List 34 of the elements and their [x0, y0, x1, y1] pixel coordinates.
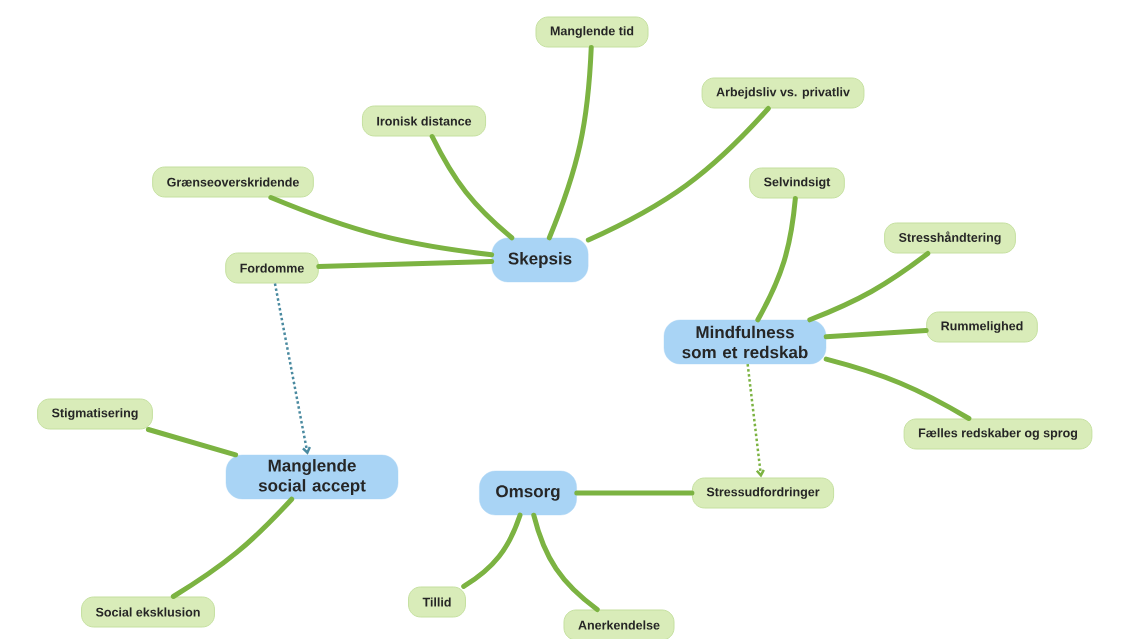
subtopic-box: Rummelighed [926, 311, 1038, 343]
branch-line [170, 496, 295, 599]
subtopic-box: Fælles redskaber og sprog [903, 418, 1093, 450]
connector-arrow [273, 283, 311, 455]
subtopic-box: Ironisk distance [361, 105, 487, 137]
subtopic-box: Social eksklusion [81, 596, 215, 628]
subtopic-box: Anerkendelse [563, 609, 675, 639]
connector-arrow [746, 364, 765, 478]
subtopic-box: Selvindsigt [749, 167, 845, 199]
branch-line [316, 258, 495, 270]
branch-line [823, 356, 972, 421]
subtopic-box: Stigmatisering [37, 398, 153, 430]
subtopic-box: Tillid [408, 586, 466, 618]
branch-line [145, 427, 239, 458]
subtopic-box: Manglende tid [535, 16, 649, 48]
topic-box: Skepsis [491, 237, 589, 283]
branch-line [807, 251, 931, 323]
branch-line [574, 490, 695, 496]
subtopic-box: Stresshåndtering [884, 222, 1016, 254]
topic-box: Mindfulness som et redskab [663, 319, 827, 365]
branch-line [585, 106, 771, 243]
topic-box: Manglende social accept [225, 454, 399, 500]
branch-line [268, 195, 495, 258]
branch-line [755, 196, 798, 323]
branch-line [531, 512, 600, 612]
subtopic-box: Arbejdsliv vs. privatliv [701, 77, 865, 109]
topic-box: Omsorg [479, 470, 577, 516]
subtopic-box: Grænseoverskridende [152, 166, 314, 198]
branch-line [429, 134, 515, 241]
subtopic-box: Fordomme [225, 252, 319, 284]
subtopic-box: Stressudfordringer [691, 477, 835, 509]
branch-line [461, 512, 523, 589]
branch-line [546, 45, 594, 241]
branch-line [823, 328, 929, 340]
